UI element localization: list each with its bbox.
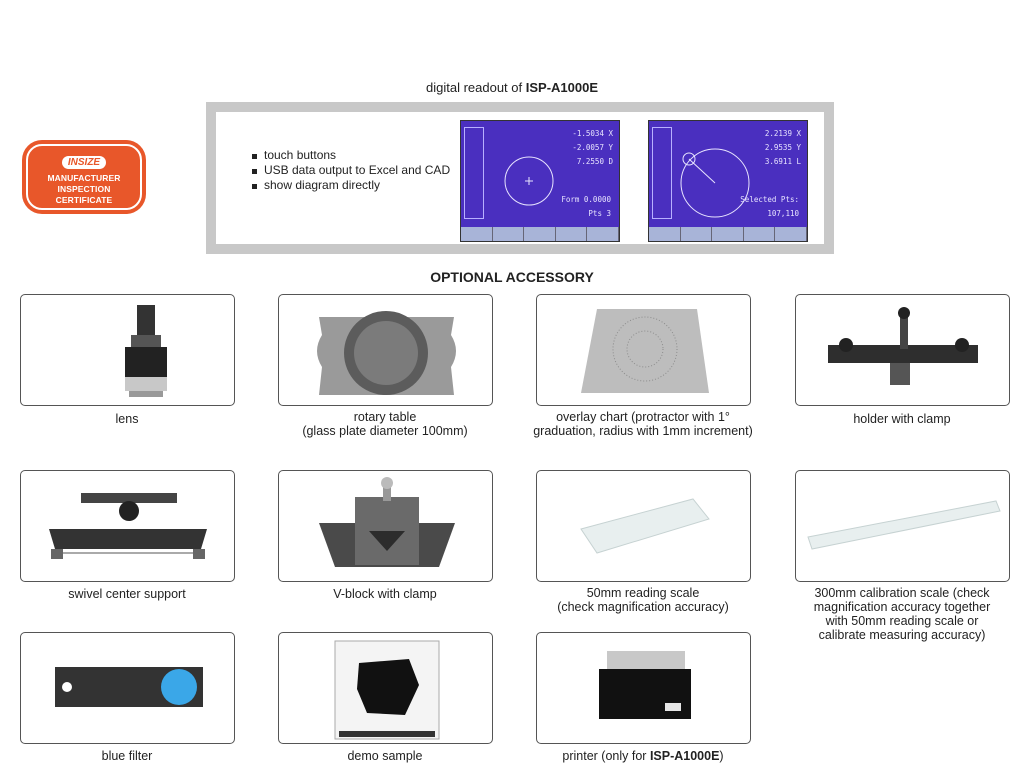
accessory-card-reading-scale-50 xyxy=(536,470,751,582)
calibration-scale-300-image xyxy=(807,500,1001,550)
readout-title-prefix: digital readout of xyxy=(426,80,526,95)
accessory-caption-blue-filter: blue filter xyxy=(101,749,153,763)
screen-button-bar xyxy=(461,227,619,241)
accessory-caption-swivel-support: swivel center support xyxy=(68,587,186,601)
accessory-card-printer xyxy=(536,632,751,744)
demo-sample-image xyxy=(334,640,440,740)
feature-item: show diagram directly xyxy=(252,178,452,193)
screen-footer: 107,110 xyxy=(767,209,799,218)
screen-value: -1.5034 X xyxy=(572,129,613,138)
readout-model: ISP-A1000E xyxy=(525,80,598,95)
accessory-caption-overlay-chart: overlay chart (protractor with 1° gradua… xyxy=(533,410,753,438)
overlay-chart-image xyxy=(581,309,709,393)
blue-filter-image xyxy=(55,667,203,707)
accessory-card-swivel-support xyxy=(20,470,235,582)
accessory-card-blue-filter xyxy=(20,632,235,744)
badge-line-1: MANUFACTURER xyxy=(47,173,121,183)
holder-clamp-image xyxy=(828,307,978,385)
readout-title: digital readout of ISP-A1000E xyxy=(0,80,1024,95)
feature-list: touch buttons USB data output to Excel a… xyxy=(252,148,452,193)
screen-sidebar xyxy=(464,127,484,219)
readout-screen-circle: -1.5034 X -2.0057 Y 7.2550 D Form 0.0000… xyxy=(460,120,620,242)
accessory-caption-demo-sample: demo sample xyxy=(347,749,423,763)
screen-footer: Form 0.0000 xyxy=(561,195,611,204)
accessory-card-rotary-table xyxy=(278,294,493,406)
accessory-caption-reading-scale-50: 50mm reading scale (check magnification … xyxy=(557,586,729,614)
rotary-table-image xyxy=(317,311,456,395)
printer-caption-model: ISP-A1000E xyxy=(649,749,720,763)
accessory-caption-v-block: V-block with clamp xyxy=(333,587,437,601)
accessory-card-calibration-scale-300 xyxy=(795,470,1010,582)
screen-value: 7.2550 D xyxy=(576,157,613,166)
readout-screen-distance: 2.2139 X 2.9535 Y 3.6911 L Selected Pts:… xyxy=(648,120,808,242)
accessory-caption-holder-clamp: holder with clamp xyxy=(853,412,951,426)
screen-value: 3.6911 L xyxy=(764,157,801,166)
screen-button-bar xyxy=(649,227,807,241)
distance-diagram xyxy=(680,148,750,218)
accessory-caption-rotary-table: rotary table (glass plate diameter 100mm… xyxy=(302,410,468,438)
screen-footer: Pts 3 xyxy=(588,209,611,218)
inspection-certificate-badge: INSIZE MANUFACTURER INSPECTION CERTIFICA… xyxy=(22,140,146,214)
printer-caption-suffix: ) xyxy=(719,749,724,763)
screen-footer: Selected Pts: xyxy=(740,195,799,204)
badge-line-2: INSPECTION CERTIFICATE xyxy=(55,184,113,205)
screen-value: -2.0057 Y xyxy=(572,143,613,152)
accessory-caption-lens: lens xyxy=(115,412,139,426)
accessory-caption-printer: printer (only for ISP-A1000E) xyxy=(513,749,773,763)
screen-sidebar xyxy=(652,127,672,219)
insize-logo: INSIZE xyxy=(61,156,107,169)
circle-diagram xyxy=(504,156,554,206)
printer-image xyxy=(599,651,691,719)
feature-item: touch buttons xyxy=(252,148,452,163)
optional-accessory-heading: OPTIONAL ACCESSORY xyxy=(430,269,594,285)
lens-image xyxy=(125,305,167,397)
printer-caption-prefix: printer (only for xyxy=(562,749,650,763)
reading-scale-50-image xyxy=(580,498,710,554)
accessory-card-overlay-chart xyxy=(536,294,751,406)
screen-value: 2.9535 Y xyxy=(764,143,801,152)
swivel-support-image xyxy=(49,493,207,559)
accessory-card-holder-clamp xyxy=(795,294,1010,406)
screen-value: 2.2139 X xyxy=(764,129,801,138)
readout-panel: touch buttons USB data output to Excel a… xyxy=(206,102,834,254)
accessory-card-demo-sample xyxy=(278,632,493,744)
accessory-card-lens xyxy=(20,294,235,406)
accessory-card-v-block xyxy=(278,470,493,582)
feature-item: USB data output to Excel and CAD xyxy=(252,163,452,178)
v-block-image xyxy=(319,477,455,567)
accessory-caption-calibration-scale-300: 300mm calibration scale (check magnifica… xyxy=(813,586,991,642)
